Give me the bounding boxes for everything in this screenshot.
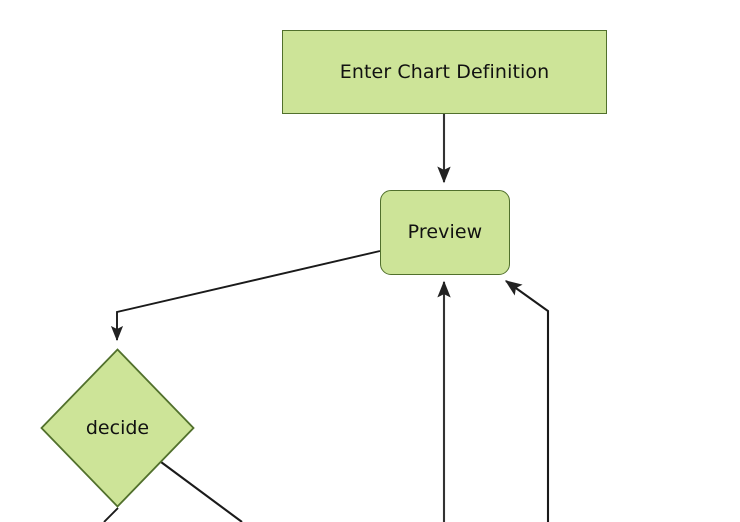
diamond-shape	[40, 348, 195, 508]
node-label-wrap: decide	[40, 348, 195, 508]
edge-decide-down-left	[103, 507, 119, 522]
node-decide[interactable]: decide	[40, 348, 195, 508]
node-label: Preview	[407, 221, 483, 243]
node-enter-chart-definition[interactable]: Enter Chart Definition	[282, 30, 607, 114]
node-preview[interactable]: Preview	[380, 190, 510, 275]
edge-decide-down-right	[160, 461, 243, 522]
node-label: decide	[85, 417, 150, 439]
edge-return-right-to-preview	[504, 280, 550, 522]
edge-preview-to-decide	[110, 250, 381, 342]
node-label: Enter Chart Definition	[339, 60, 550, 83]
